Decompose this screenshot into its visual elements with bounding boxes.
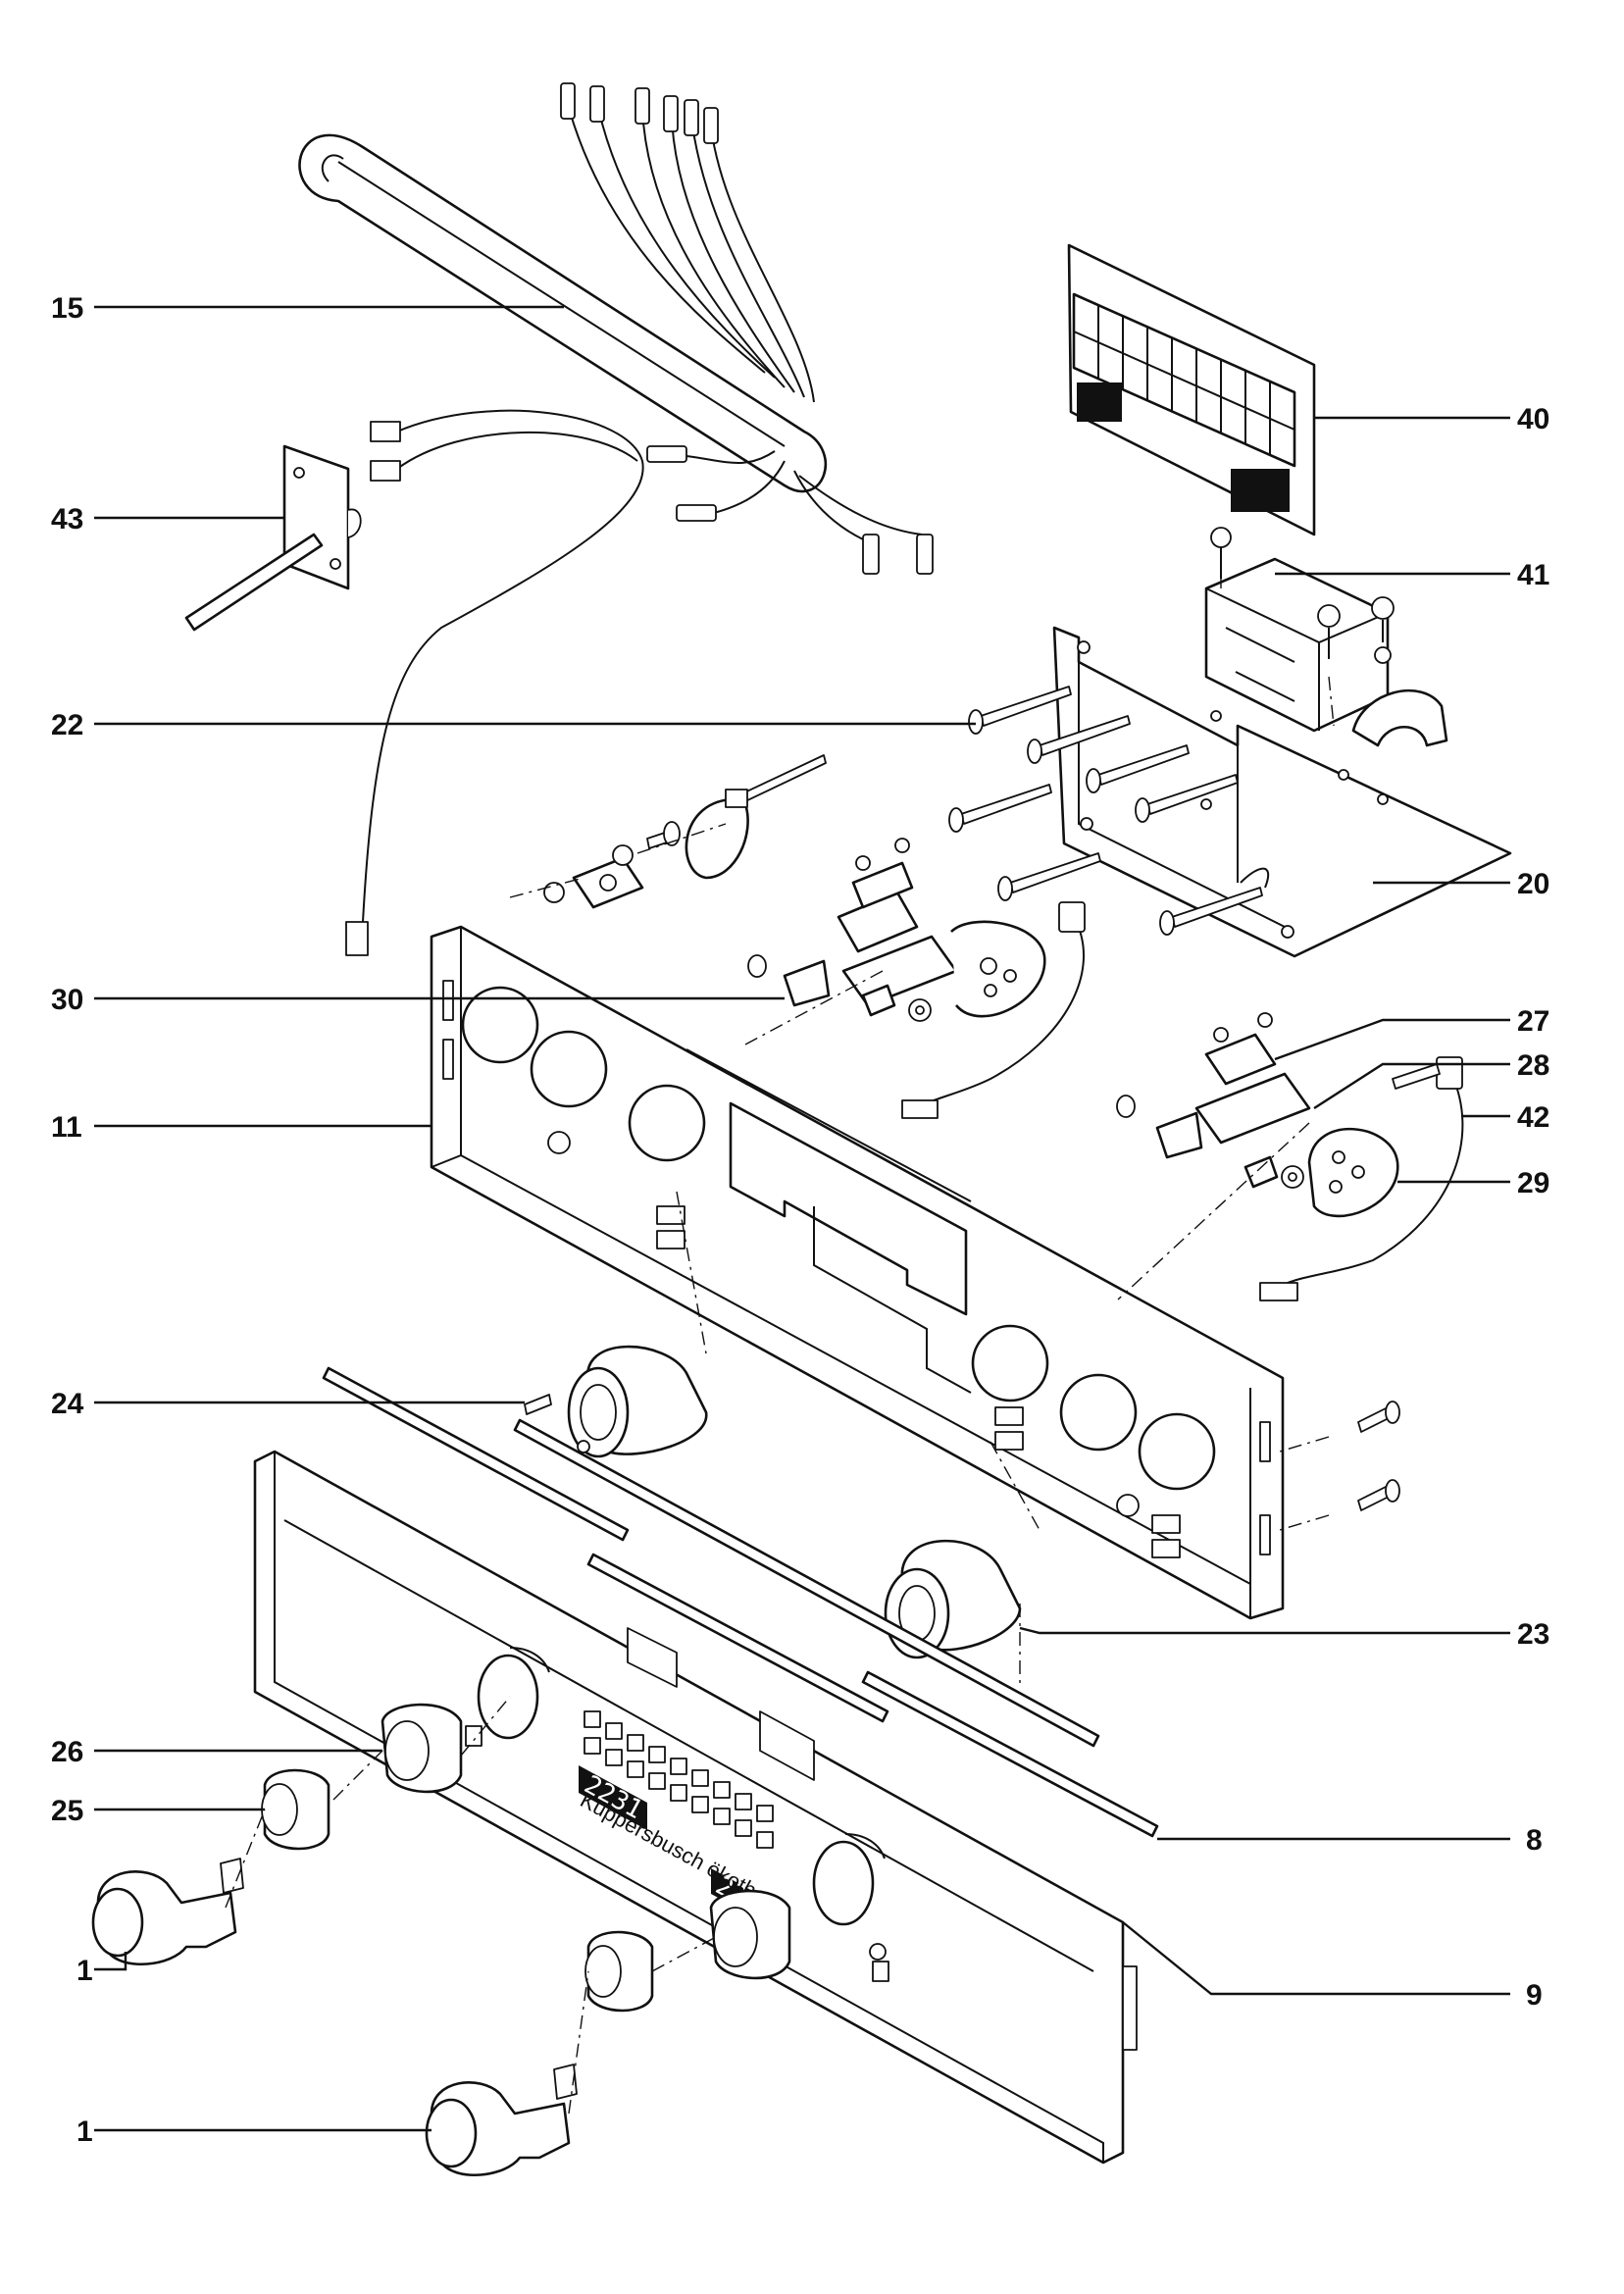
knob-holder-lower	[884, 1539, 1022, 1659]
bezel-ring-lower	[584, 1930, 654, 2013]
leader-lines	[94, 305, 1510, 2132]
callout-41: 41	[1517, 559, 1549, 591]
loom-wires	[568, 107, 923, 540]
callout-labels: 15 43 22 30 11 24 26 25 1 1 40 41 20 27 …	[51, 292, 1549, 2148]
callout-27: 27	[1517, 1005, 1549, 1038]
cable-clamp	[1351, 688, 1448, 747]
callout-42: 42	[1517, 1101, 1549, 1134]
knob-holder-upper	[524, 1345, 708, 1458]
callout-20: 20	[1517, 868, 1549, 900]
callout-23: 23	[1517, 1618, 1549, 1651]
sensor-cable	[345, 409, 644, 956]
knob-sleeve-lower	[709, 1889, 791, 1980]
callout-25: 25	[51, 1795, 83, 1827]
callout-15: 15	[51, 292, 83, 325]
callout-1-lower: 1	[76, 2116, 93, 2148]
door-switch-lower	[1116, 1012, 1399, 1218]
frame-screws	[1357, 1401, 1400, 1511]
clock-symbol	[869, 1943, 887, 1961]
temperature-sensor	[184, 444, 362, 632]
mounting-plate	[1052, 626, 1512, 958]
display-board	[1067, 243, 1316, 536]
cable-tie	[685, 754, 827, 880]
callout-22: 22	[51, 709, 83, 741]
touch-buttons	[584, 1710, 774, 1849]
door-switch-upper	[747, 838, 1046, 1022]
callout-40: 40	[1517, 403, 1549, 435]
callout-11: 11	[51, 1111, 82, 1144]
bezel-ring-upper	[261, 1768, 330, 1851]
mounting-screws	[948, 686, 1263, 936]
callout-26: 26	[51, 1736, 83, 1768]
front-frame	[430, 925, 1285, 1620]
wire-loom-tube	[298, 133, 828, 493]
switch-cable-upper	[901, 901, 1086, 1119]
washer-bracket-hardware	[543, 821, 681, 909]
control-knob-lower	[425, 2064, 578, 2177]
callout-30: 30	[51, 984, 83, 1016]
trim-strips	[322, 1366, 1159, 1838]
fascia-panel	[253, 1450, 1138, 2165]
callout-1-upper: 1	[76, 1955, 93, 1987]
relay-screws	[1210, 527, 1395, 664]
relay-housing	[1204, 557, 1390, 733]
knob-sleeve-upper	[381, 1703, 463, 1794]
control-knob-upper	[91, 1858, 244, 1966]
callout-43: 43	[51, 503, 83, 535]
callout-28: 28	[1517, 1049, 1549, 1082]
callout-9: 9	[1526, 1979, 1543, 2012]
callout-24: 24	[51, 1388, 84, 1420]
wire-terminals	[560, 82, 934, 575]
callout-8: 8	[1526, 1824, 1543, 1857]
assembly-guide-lines	[225, 549, 1335, 2115]
callout-29: 29	[1517, 1167, 1549, 1199]
